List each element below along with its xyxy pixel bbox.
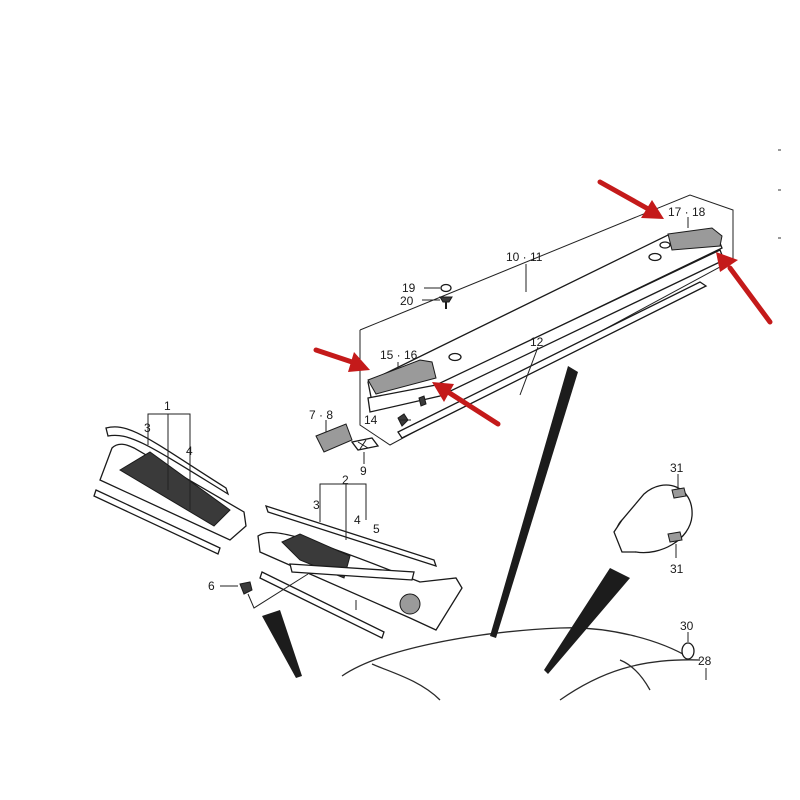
- pointer-to-cowl: [262, 610, 302, 678]
- callout-28: 28: [698, 654, 712, 668]
- wiper-pivot: [399, 593, 421, 615]
- callout-15-16: 15 · 16: [380, 348, 418, 362]
- cowl-seal-upper-left: [105, 426, 230, 496]
- callout-2: 2: [342, 473, 349, 487]
- callout-1: 1: [164, 399, 171, 413]
- fuel-lid-group: [613, 474, 707, 680]
- rear-end-cover: [667, 227, 723, 251]
- pointer-to-roof-rail: [490, 366, 578, 638]
- assembly-leaders: [397, 217, 689, 421]
- callout-9: 9: [360, 464, 367, 478]
- cowl-seal-lower-center: [259, 571, 385, 639]
- callout-6: 6: [208, 579, 215, 593]
- callout-10-11: 10 · 11: [506, 250, 543, 264]
- callout-3-center: 3: [313, 498, 320, 512]
- callout-31-top: 31: [670, 461, 684, 475]
- margin-marks: [778, 149, 781, 239]
- cowl-seal-mid-center: [289, 563, 415, 581]
- pointer-wedges: [262, 366, 630, 678]
- lid-hinge-top: [671, 487, 687, 499]
- callout-4-left: 4: [186, 444, 193, 458]
- callout-14: 14: [364, 413, 378, 427]
- cowl-seal-upper-center: [264, 504, 438, 568]
- callout-3-left: 3: [144, 421, 151, 435]
- red-arrow-front-cap-top: [313, 347, 370, 372]
- clip-9: [350, 437, 380, 451]
- roof-rail-assembly: [359, 194, 734, 446]
- small-bolt: [418, 395, 427, 407]
- cowl-assembly-left: [93, 413, 247, 555]
- callout-19: 19: [402, 281, 416, 295]
- callout-31-bottom: 31: [670, 562, 684, 576]
- cowl-assembly-center: [257, 483, 463, 639]
- grommet-30: [681, 642, 695, 660]
- front-end-cover: [367, 359, 437, 395]
- cowl-seal-lower-left: [93, 489, 221, 555]
- callout-12: 12: [530, 335, 544, 349]
- callout-30: 30: [680, 619, 694, 633]
- callout-20: 20: [400, 294, 414, 308]
- clip-6: [220, 573, 309, 609]
- rail-hole-1: [448, 352, 462, 362]
- lid-hinge-bottom: [667, 531, 683, 543]
- pointer-to-fuel-lid: [544, 568, 630, 674]
- cover-7-8: [315, 423, 353, 453]
- red-arrow-rear-cap-top: [597, 179, 664, 219]
- callout-17-18: 17 · 18: [668, 205, 706, 219]
- grommet-19: [440, 283, 452, 293]
- rail-weatherstrip: [397, 281, 708, 439]
- vehicle-outline: [341, 627, 701, 701]
- screw-20: [439, 296, 453, 309]
- red-arrow-rear-cap-side: [716, 252, 773, 325]
- callout-4-center: 4: [354, 513, 361, 527]
- rail-hole-2: [648, 252, 662, 262]
- callout-labels: 1 3 4 2 3 4 5 6 7 · 8 9 10 · 11 12 14 15…: [144, 205, 712, 668]
- rail-hole-3: [659, 241, 671, 249]
- red-arrow-front-cap-side: [432, 382, 501, 427]
- callout-5: 5: [373, 522, 380, 536]
- callout-7-8: 7 · 8: [309, 408, 333, 422]
- cowl-grille-left: [119, 451, 231, 527]
